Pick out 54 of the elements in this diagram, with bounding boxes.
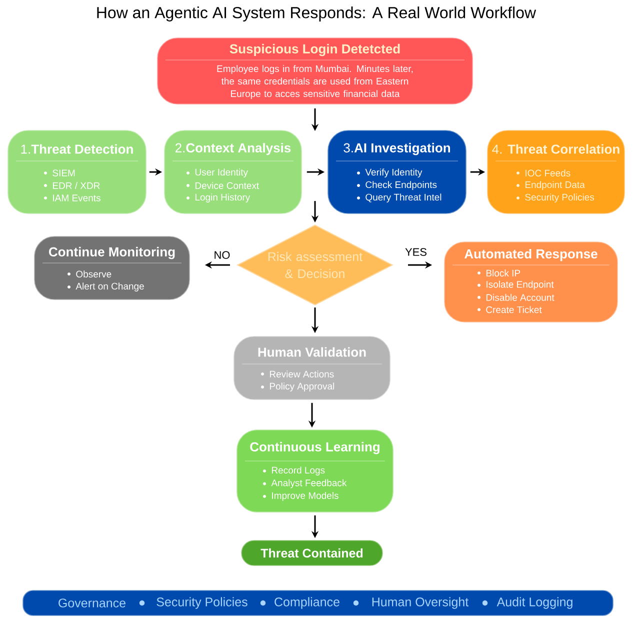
- bullet-item: IOC Feeds: [516, 170, 570, 176]
- bullet-item: Observe: [68, 270, 112, 278]
- box-title: 3.AI Investigation: [344, 142, 450, 156]
- bullet-item: Isolate Endpoint: [478, 280, 554, 290]
- box-title: 4. Threat Correlation: [492, 144, 620, 154]
- governance-bar: [22, 590, 614, 616]
- bullet-item: Endpoint Data: [516, 181, 585, 190]
- end-box: [241, 540, 383, 566]
- edge-label: NO: [214, 251, 230, 259]
- box-title: 2.Context Analysis: [176, 142, 291, 156]
- bar-item: Security Policies: [156, 597, 248, 609]
- process-box: [236, 430, 394, 512]
- bullet-item: Query Threat Intel: [357, 194, 442, 202]
- diagram-title: How an Agentic AI System Responds: A Real World Workflow: [97, 6, 536, 22]
- bullet-item: Disable Account: [478, 294, 554, 301]
- bullet-item: Record Logs: [263, 466, 325, 476]
- box-title: Threat Contained: [260, 548, 363, 558]
- bullet-item: Verify Identity: [357, 168, 422, 178]
- alert-box: [157, 38, 473, 104]
- bullet-item: Security Policies: [516, 194, 594, 202]
- box-title: Continue Monitoring: [49, 246, 175, 260]
- bullet-item: Check Endpoints: [357, 181, 437, 190]
- box-title: Automated Response: [464, 248, 598, 262]
- box-title: Suspicious Login Detetcted: [230, 44, 400, 56]
- box-title: Continuous Learning: [250, 442, 380, 454]
- process-box: [34, 236, 190, 300]
- bullet-item: SIEM: [44, 170, 75, 176]
- bullet-item: Improve Models: [263, 492, 338, 501]
- edge-label: YES: [405, 248, 426, 256]
- process-box: [8, 130, 146, 214]
- bullet-item: IAM Events: [44, 194, 100, 202]
- diamond-text: Risk assessment & Decision: [268, 252, 362, 278]
- bullet-item: EDR / XDR: [44, 182, 100, 189]
- bullet-item: Block IP: [478, 270, 520, 276]
- body-text: Employee logs in from Mumbai. Minutes later, the same credentials are used from Eastern Europe to acces sensitive financial data: [217, 65, 413, 99]
- process-box: [444, 242, 618, 322]
- bullet-item: Device Context: [186, 182, 260, 189]
- process-box: [234, 336, 390, 400]
- bar-item: Human Oversight: [372, 597, 469, 609]
- bullet-item: Review Actions: [261, 370, 334, 378]
- process-box: [487, 130, 625, 214]
- bullet-item: Create Ticket: [478, 306, 542, 314]
- bullet-item: User Identity: [186, 168, 248, 178]
- process-box: [164, 130, 302, 214]
- bar-item: Audit Logging: [496, 597, 572, 609]
- bullet-item: Analyst Feedback: [263, 479, 347, 488]
- bullet-item: Policy Approval: [261, 382, 334, 392]
- bullet-item: Alert on Change: [68, 282, 144, 292]
- bar-item: Compliance: [274, 597, 340, 609]
- bar-item: Governance: [58, 598, 126, 608]
- process-box: [328, 130, 466, 214]
- bullet-item: Login History: [186, 194, 250, 202]
- box-title: 1.Threat Detection: [21, 144, 133, 154]
- box-title: Human Validation: [258, 347, 366, 357]
